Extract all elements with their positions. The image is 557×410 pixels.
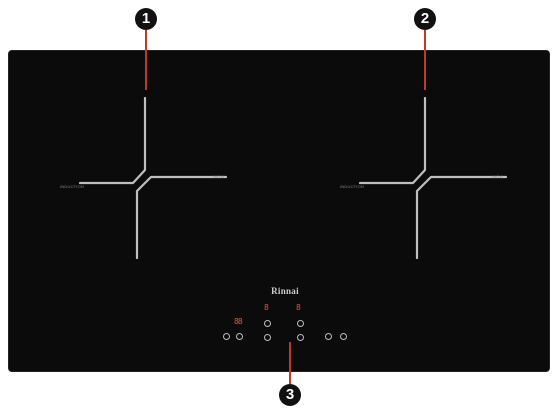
lock-button-icon[interactable] [325,333,332,340]
callout-3: 3 [279,384,301,406]
power-button-icon[interactable] [223,333,230,340]
left-zone-level-display: 8 [264,304,269,312]
timer-button-icon[interactable] [236,333,243,340]
right-zone-minus-button-icon[interactable] [297,320,304,327]
right-zone-select-button-icon[interactable] [297,334,304,341]
right-zone-level-display: 8 [296,304,301,312]
callout-3-leader-line [289,342,291,384]
callout-1-leader-line [145,30,147,90]
left-zone-minus-button-icon[interactable] [264,320,271,327]
brand-logo: Rinnai [256,286,314,296]
boost-button-icon[interactable] [340,333,347,340]
glass-cooktop-surface [9,51,549,371]
left-zone-select-button-icon[interactable] [264,334,271,341]
zone-2-left-label: INDUCTION [340,184,364,189]
zone-2-right-label: HIGH [492,174,503,179]
callout-1: 1 [135,8,157,30]
zone-1-left-label: INDUCTION [60,184,84,189]
zone-1-right-label: HIGH [213,174,224,179]
timer-display: 88 [234,318,242,326]
callout-2: 2 [414,8,436,30]
callout-2-leader-line [424,30,426,90]
